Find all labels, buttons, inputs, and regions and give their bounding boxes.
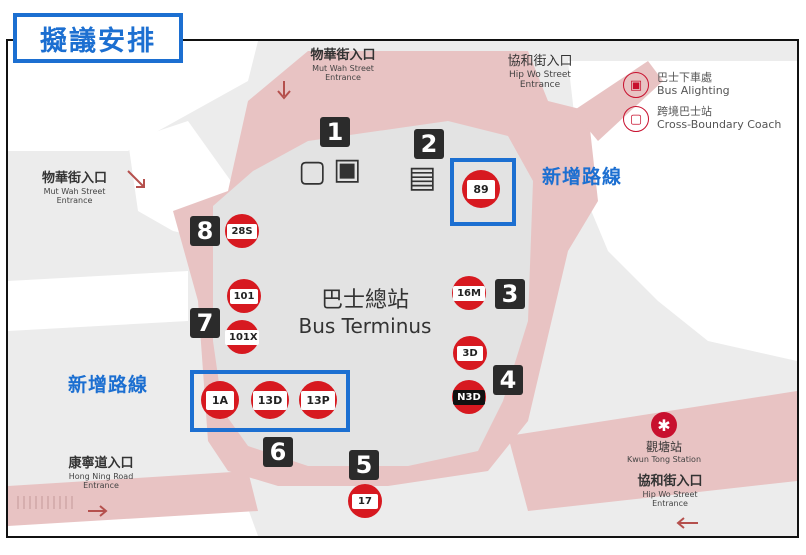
route-roundel: 89 [462, 170, 500, 208]
route-roundel: 28S [225, 214, 259, 248]
route-number: 89 [467, 179, 495, 199]
route-roundel: 16M [452, 276, 486, 310]
entrance-name-zh: 物華街入口 [310, 48, 376, 63]
station-name-zh: 觀塘站 [645, 440, 682, 454]
new-route-label: 新增路線 [68, 374, 149, 396]
route-number: 1A [206, 390, 234, 410]
new-route-label: 新增路線 [542, 166, 623, 188]
stop-number: 7 [190, 308, 220, 338]
stop-number: 1 [320, 117, 350, 147]
route-roundel: N3D [452, 380, 486, 414]
entrance-name-en: Mut Wah Street [312, 63, 374, 73]
new-route-highlight-box [190, 370, 350, 432]
route-number: N3D [453, 389, 485, 405]
mut-wah-left-entrance-label: 物華街入口 Mut Wah Street Entrance [22, 171, 127, 206]
kwun-tong-station-label: 觀塘站 Kwun Tong Station [610, 440, 718, 464]
route-roundel: 101X [225, 320, 259, 354]
entrance-name-en: Hong Ning Road [68, 471, 134, 481]
entrance-name-zh: 協和街入口 [637, 474, 703, 489]
stop-number: 8 [190, 216, 220, 246]
legend-text: 巴士下車處 Bus Alighting [657, 72, 730, 97]
entrance-name-zh: 康寧道入口 [68, 456, 134, 471]
entrance-word-en: Entrance [325, 73, 361, 83]
terminus-name-en: Bus Terminus [298, 314, 432, 338]
route-number: 16M [453, 285, 485, 301]
stop-number: 2 [414, 129, 444, 159]
legend-en: Cross-Boundary Coach [657, 118, 782, 131]
route-roundel: 101 [227, 279, 261, 313]
route-number: 101X [225, 329, 259, 345]
entrance-name-en: Hip Wo Street [509, 69, 571, 80]
bus-alighting-icon: ▣ [623, 72, 649, 98]
route-number: 101 [229, 288, 259, 304]
hong-ning-entrance-label: 康寧道入口 Hong Ning Road Entrance [46, 456, 156, 491]
entrance-word-en: Entrance [83, 481, 119, 491]
entrance-word-en: Entrance [652, 499, 688, 509]
entrance-word-en: Entrance [56, 196, 93, 206]
entrance-name-zh: 物華街入口 [41, 171, 107, 186]
stop-number: 3 [495, 279, 525, 309]
page-title: 擬議安排 [13, 13, 183, 63]
coach-icon: ▢ [623, 106, 649, 132]
bus-alighting-icon: ▢ [298, 154, 327, 189]
route-number: 28S [227, 223, 257, 239]
entrance-name-en: Mut Wah Street [43, 186, 106, 196]
hip-wo-top-entrance-label: 協和街入口 Hip Wo Street Entrance [485, 54, 595, 91]
route-number: 17 [352, 493, 378, 509]
route-number: 13D [252, 390, 288, 410]
stop-number: 6 [263, 437, 293, 467]
entrance-name-en: Hip Wo Street [642, 489, 698, 499]
legend-en: Bus Alighting [657, 84, 730, 97]
route-roundel: 1A [201, 381, 239, 419]
stop-number: 4 [493, 365, 523, 395]
legend-cross-boundary-coach: ▢ 跨境巴士站 Cross-Boundary Coach [623, 106, 781, 132]
route-number: 3D [457, 345, 483, 361]
legend-bus-alighting: ▣ 巴士下車處 Bus Alighting [623, 72, 730, 98]
mut-wah-top-entrance-label: 物華街入口 Mut Wah Street Entrance [288, 48, 398, 83]
legend-zh: 巴士下車處 [657, 71, 712, 85]
station-name-en: Kwun Tong Station [626, 454, 702, 464]
route-roundel: 3D [453, 336, 487, 370]
new-route-highlight-box [450, 158, 516, 226]
route-roundel: 13D [251, 381, 289, 419]
route-roundel: 17 [348, 484, 382, 518]
entrance-word-en: Entrance [519, 80, 561, 91]
coach-icon: ▤ [408, 160, 437, 195]
legend-text: 跨境巴士站 Cross-Boundary Coach [657, 106, 781, 131]
mtr-logo-icon: ✱ [651, 412, 677, 438]
bus-terminus-label: 巴士總站 Bus Terminus [290, 282, 440, 338]
legend-zh: 跨境巴士站 [657, 105, 712, 119]
hip-wo-bottom-entrance-label: 協和街入口 Hip Wo Street Entrance [615, 474, 725, 509]
bus-alighting-icon: ▣ [333, 152, 362, 187]
entrance-name-zh: 協和街入口 [507, 54, 573, 69]
stop-number: 5 [349, 450, 379, 480]
terminus-name-zh: 巴士總站 [320, 288, 409, 313]
route-number: 13P [301, 390, 335, 410]
route-roundel: 13P [299, 381, 337, 419]
